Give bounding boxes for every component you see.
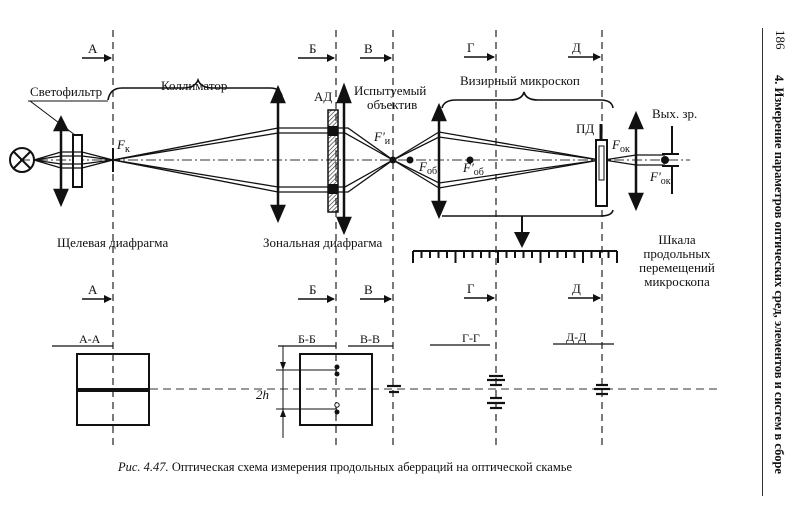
section-title-b: Б-Б bbox=[298, 332, 316, 346]
scale-label-line2: продольных bbox=[643, 246, 711, 261]
focal-point-fob bbox=[406, 156, 414, 164]
section-marker-b-top: Б bbox=[309, 41, 317, 56]
microscope-scale bbox=[412, 250, 618, 263]
focal-point-fok-prime bbox=[661, 156, 669, 164]
scale-brace bbox=[442, 209, 614, 217]
figure-caption: Рис. 4.47. Оптическая схема измерения пр… bbox=[118, 460, 572, 475]
bottom-section-arrows bbox=[82, 294, 601, 303]
microscope-objective bbox=[431, 102, 447, 220]
exit-pupil bbox=[662, 126, 679, 194]
section-marker-g-bottom: Г bbox=[467, 281, 475, 296]
scale-pointer-arrow bbox=[514, 232, 530, 248]
dimension-2h-label: 2h bbox=[256, 387, 269, 402]
scale-label-line4: микроскопа bbox=[644, 274, 710, 289]
slit-diaphragm-label: Щелевая диафрагма bbox=[57, 235, 169, 250]
scale-label-line3: перемещений bbox=[639, 260, 715, 275]
section-marker-g-top: Г bbox=[467, 40, 475, 55]
section-marker-b-bottom: Б bbox=[309, 282, 317, 297]
fk-label: Fк bbox=[117, 137, 130, 156]
pd-label: ПД bbox=[576, 121, 595, 136]
section-title-g: Г-Г bbox=[462, 331, 480, 345]
condenser-lens bbox=[52, 115, 70, 208]
section-title-d: Д-Д bbox=[566, 330, 587, 344]
fok-label: Fок bbox=[612, 137, 630, 156]
section-title-underlines bbox=[52, 343, 614, 347]
fob-prime-label: F′об bbox=[463, 160, 484, 179]
collimator-brace bbox=[107, 77, 283, 101]
section-a-slit bbox=[76, 353, 150, 426]
top-section-arrows bbox=[82, 53, 601, 62]
caption-prefix: Рис. 4.47. bbox=[118, 460, 169, 474]
tested-lens bbox=[336, 82, 352, 236]
focal-point-fob-prime bbox=[466, 156, 474, 164]
page-number: 186 bbox=[773, 30, 788, 50]
light-filter bbox=[72, 134, 83, 188]
section-title-v: В-В bbox=[360, 332, 381, 346]
section-marker-v-top: В bbox=[364, 41, 373, 56]
scale-label-line1: Шкала bbox=[658, 232, 696, 247]
section-images bbox=[387, 374, 610, 410]
exit-pupil-label: Вых. зр. bbox=[652, 106, 698, 121]
light-filter-leader bbox=[29, 100, 76, 136]
fob-label: Fоб bbox=[419, 159, 438, 178]
lamp-icon bbox=[9, 147, 35, 173]
zonal-diaphragm bbox=[327, 109, 339, 213]
tested-lens-label-2: объектив bbox=[367, 97, 418, 112]
caption-text: Оптическая схема измерения продольных аб… bbox=[171, 460, 573, 474]
fok-prime-label: F′ок bbox=[650, 169, 671, 188]
sighting-microscope-label: Визирный микроскоп bbox=[460, 73, 580, 88]
zonal-diaphragm-label: Зональная диафрагма bbox=[263, 235, 383, 250]
section-marker-a-bottom: А bbox=[88, 282, 98, 297]
eyepiece-lens bbox=[628, 110, 644, 212]
section-marker-a-top: А bbox=[88, 41, 98, 56]
section-marker-d-bottom: Д bbox=[572, 281, 581, 296]
scale-label: Шкала продольных перемещений микроскопа bbox=[632, 233, 722, 289]
running-header: 4. Измерение параметров оптических сред,… bbox=[772, 75, 786, 474]
collimator-lens bbox=[270, 84, 286, 224]
microscope-brace bbox=[441, 91, 614, 109]
fi-label: F′и bbox=[374, 129, 391, 148]
light-filter-label: Светофильтр bbox=[30, 84, 103, 99]
header-rule bbox=[762, 28, 763, 496]
section-b-zonal bbox=[276, 346, 373, 438]
section-title-a: А-А bbox=[79, 332, 101, 346]
tested-lens-label-1: Испытуемый bbox=[354, 83, 427, 98]
section-marker-v-bottom: В bbox=[364, 282, 373, 297]
section-marker-d-top: Д bbox=[572, 40, 581, 55]
field-diaphragm bbox=[595, 124, 608, 207]
lamp-rays bbox=[33, 151, 114, 169]
collimator-label: Коллиматор bbox=[161, 78, 228, 93]
ad-label: АД bbox=[314, 89, 333, 104]
